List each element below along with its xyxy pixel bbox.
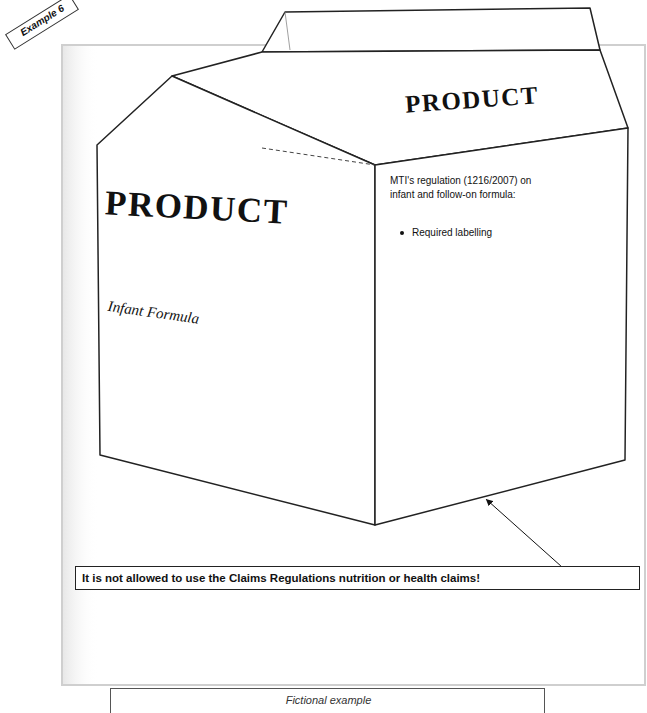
product-name: PRODUCT	[404, 81, 540, 118]
face-outline	[172, 48, 628, 165]
caption-text: Fictional example	[111, 694, 546, 706]
face-outline	[97, 76, 375, 525]
product-name: PRODUCT	[104, 183, 289, 233]
frame	[62, 45, 645, 685]
carton-side-face: MTI's regulation (1216/2007) on infant a…	[375, 128, 628, 525]
fin-fold	[285, 12, 290, 50]
carton-front-face: PRODUCT Infant Formula	[97, 76, 375, 525]
carton-fin	[262, 8, 600, 52]
bullet-dot	[400, 231, 404, 235]
carton-top-face: PRODUCT	[172, 48, 628, 165]
example-stamp: Example 6	[5, 0, 79, 50]
bullet-item: Required labelling	[412, 226, 562, 240]
callout-text: It is not allowed to use the Claims Regu…	[82, 572, 480, 584]
caption-box: Fictional example	[110, 688, 545, 713]
regulation-text: MTI's regulation (1216/2007) on infant a…	[390, 174, 540, 202]
callout-box: It is not allowed to use the Claims Regu…	[75, 566, 640, 590]
stamp-text: Example 6	[7, 0, 77, 45]
face-outline	[375, 128, 628, 525]
callout-pointer	[486, 499, 561, 566]
product-type: Infant Formula	[107, 298, 201, 328]
